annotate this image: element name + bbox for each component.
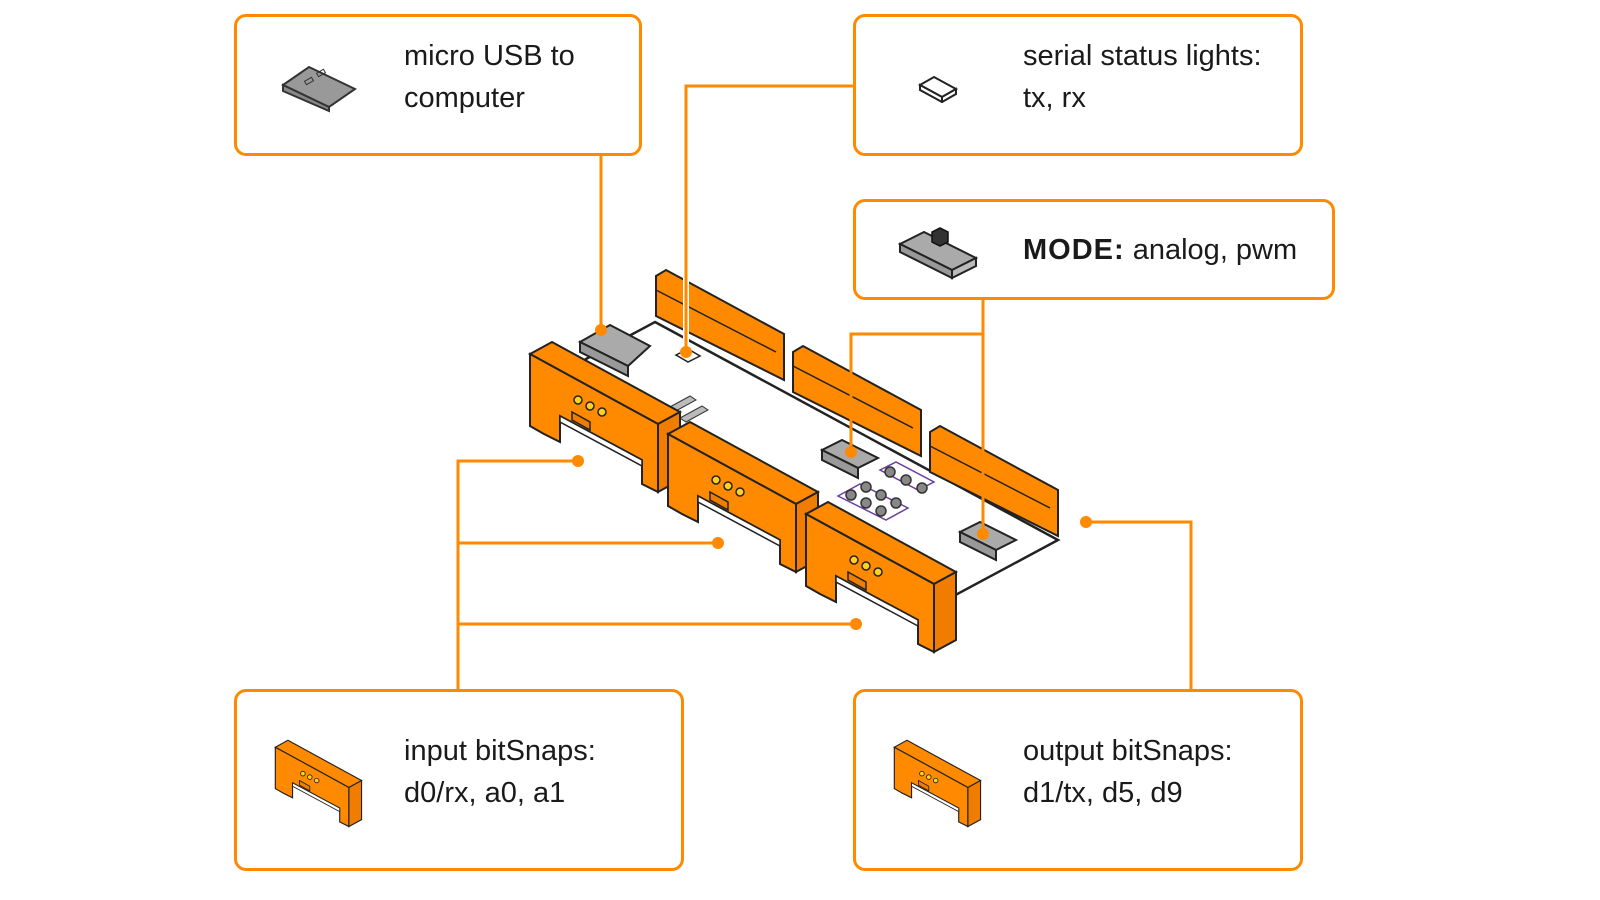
mode-values: analog, pwm (1124, 234, 1298, 266)
callout-mode-text: MODE: analog, pwm (1023, 229, 1297, 271)
bitsnap-icon (893, 739, 982, 828)
callout-line: input bitSnaps: (404, 735, 596, 767)
callout-input-bitsnaps: input bitSnaps: d0/rx, a0, a1 (234, 689, 684, 871)
callout-line: output bitSnaps: (1023, 735, 1233, 767)
slide-switch-icon (898, 227, 979, 280)
callout-output-text: output bitSnaps: d1/tx, d5, d9 (1023, 730, 1233, 814)
callout-input-text: input bitSnaps: d0/rx, a0, a1 (404, 730, 596, 814)
led-icon (917, 75, 959, 103)
leader-lines (456, 83, 1193, 690)
callout-mode: MODE: analog, pwm (853, 199, 1335, 300)
callout-micro-usb-text: micro USB to computer (404, 35, 575, 119)
callout-line: serial status lights: (1023, 40, 1262, 72)
callout-line: d0/rx, a0, a1 (404, 777, 566, 809)
callout-serial-lights: serial status lights: tx, rx (853, 14, 1303, 156)
callout-micro-usb: micro USB to computer (234, 14, 642, 156)
mode-label: MODE: (1023, 234, 1125, 266)
callout-line: computer (404, 82, 525, 114)
callout-line: d1/tx, d5, d9 (1023, 777, 1183, 809)
bitsnap-icon (274, 739, 363, 828)
micro-usb-icon (281, 65, 357, 113)
callout-line: micro USB to (404, 40, 575, 72)
callout-serial-text: serial status lights: tx, rx (1023, 35, 1262, 119)
pin-pads (836, 461, 936, 521)
callout-line: tx, rx (1023, 82, 1086, 114)
leader-dots (572, 324, 1092, 630)
callout-output-bitsnaps: output bitSnaps: d1/tx, d5, d9 (853, 689, 1303, 871)
